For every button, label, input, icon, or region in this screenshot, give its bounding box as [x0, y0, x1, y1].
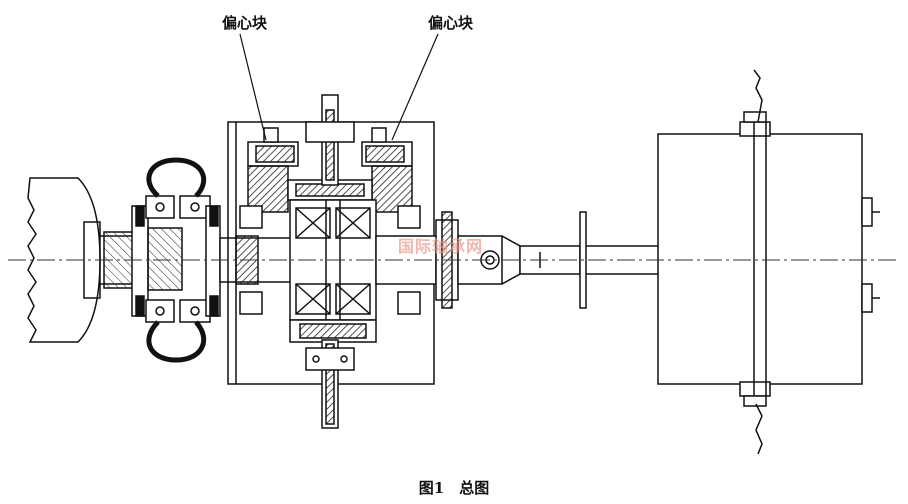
label-eccentric-left: 偏心块 [222, 14, 268, 32]
coupling [103, 195, 221, 323]
drum-body [657, 69, 880, 455]
central-bearing [289, 199, 377, 343]
label-eccentric-right: 偏心块 [428, 14, 474, 32]
leader-lines [239, 33, 439, 141]
watermark: 国际轴承网 [398, 237, 484, 256]
figure-caption: 图1 总图 [418, 479, 490, 497]
input-shaft [219, 235, 301, 285]
vertical-shaft [305, 94, 355, 429]
tyre-coupling [146, 157, 207, 363]
eccentric-block-left [247, 127, 299, 167]
eccentric-block-right [361, 127, 413, 167]
